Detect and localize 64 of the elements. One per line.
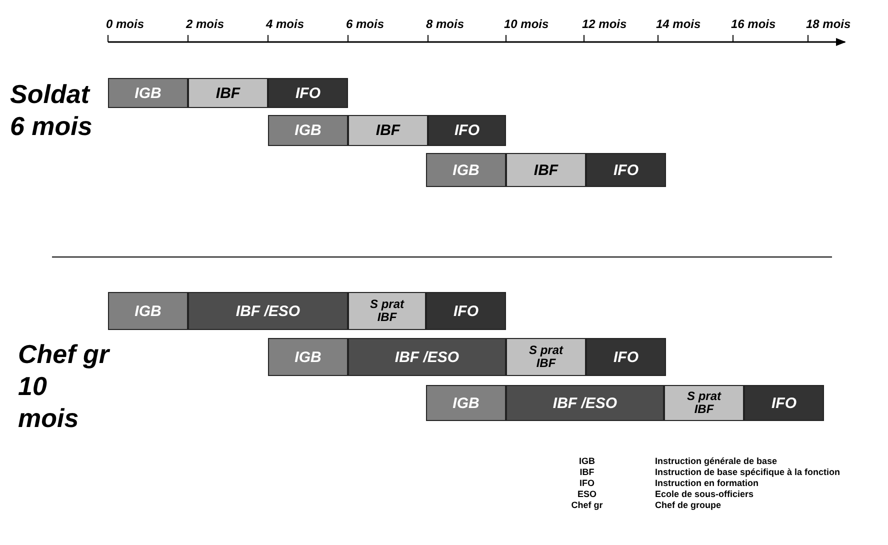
phase-bar: [108, 292, 188, 330]
phase-label: S prat IBF: [687, 390, 721, 416]
phase-bar: [426, 385, 506, 421]
phase-label: IFO: [614, 350, 638, 364]
group-title: Chef gr 10 mois: [18, 338, 111, 434]
phase-bar: [348, 338, 506, 376]
tick-label: 2 mois: [186, 17, 224, 31]
phase-bar: [108, 78, 188, 108]
phase-label: IBF: [216, 86, 240, 100]
phase-label: IFO: [454, 304, 478, 318]
phase-bar: [268, 338, 348, 376]
phase-label: IGB: [452, 396, 480, 410]
phase-bar: [426, 153, 506, 187]
phase-label: IGB: [134, 86, 162, 100]
phase-label: IGB: [134, 304, 162, 318]
phase-label: IGB: [294, 124, 322, 137]
phase-bar: [188, 78, 268, 108]
phase-label: IBF: [534, 164, 558, 176]
definition: Instruction générale de base: [655, 456, 778, 466]
tick-label: 10 mois: [504, 17, 549, 31]
definition: Chef de groupe: [655, 500, 722, 510]
phase-label: IBF /ESO: [236, 304, 300, 318]
phase-label: IFO: [296, 86, 320, 100]
tick-label: 18 mois: [806, 17, 851, 31]
tick-label: 4 mois: [266, 17, 304, 31]
phase-label: IBF /ESO: [394, 350, 460, 364]
definition: Ecole de sous-officiers: [655, 489, 754, 499]
definition: Instruction de base spécifique à la fonction: [655, 467, 840, 477]
tick-label: 16 mois: [731, 17, 776, 31]
definition: Instruction en formation: [655, 478, 758, 488]
phase-label: IFO: [614, 164, 638, 176]
phase-label: S prat IBF: [370, 298, 404, 324]
tick-label: 0 mois: [106, 17, 144, 31]
phase-label: IGB: [294, 350, 322, 364]
abbreviation: IGB: [578, 456, 596, 466]
phase-bar: [188, 292, 348, 330]
phase-label: IGB: [452, 164, 480, 176]
phase-bar: [348, 292, 426, 330]
abbreviation: Chef gr: [570, 500, 604, 510]
phase-label: S prat IBF: [529, 344, 563, 370]
phase-bar: [428, 115, 506, 146]
phase-bar: [664, 385, 744, 421]
phase-bar: [268, 115, 348, 146]
phase-label: IFO: [772, 396, 796, 410]
phase-bar: [506, 338, 586, 376]
phase-bar: [426, 292, 506, 330]
abbreviation: ESO: [576, 489, 598, 499]
phase-label: IBF /ESO: [552, 396, 618, 410]
phase-bar: [586, 338, 666, 376]
tick-label: 12 mois: [582, 17, 627, 31]
phase-bar: [348, 115, 428, 146]
tick-label: 8 mois: [426, 17, 464, 31]
tick-label: 14 mois: [656, 17, 701, 31]
phase-label: IFO: [454, 124, 480, 137]
phase-label: IBF: [376, 124, 400, 137]
phase-bar: [506, 153, 586, 187]
phase-bar: [744, 385, 824, 421]
phase-bar: [268, 78, 348, 108]
tick-label: 6 mois: [346, 17, 384, 31]
abbreviation: IBF: [578, 467, 596, 477]
phase-bar: [506, 385, 664, 421]
group-title: Soldat 6 mois: [10, 78, 94, 142]
abbreviation: IFO: [578, 478, 596, 488]
phase-bar: [586, 153, 666, 187]
